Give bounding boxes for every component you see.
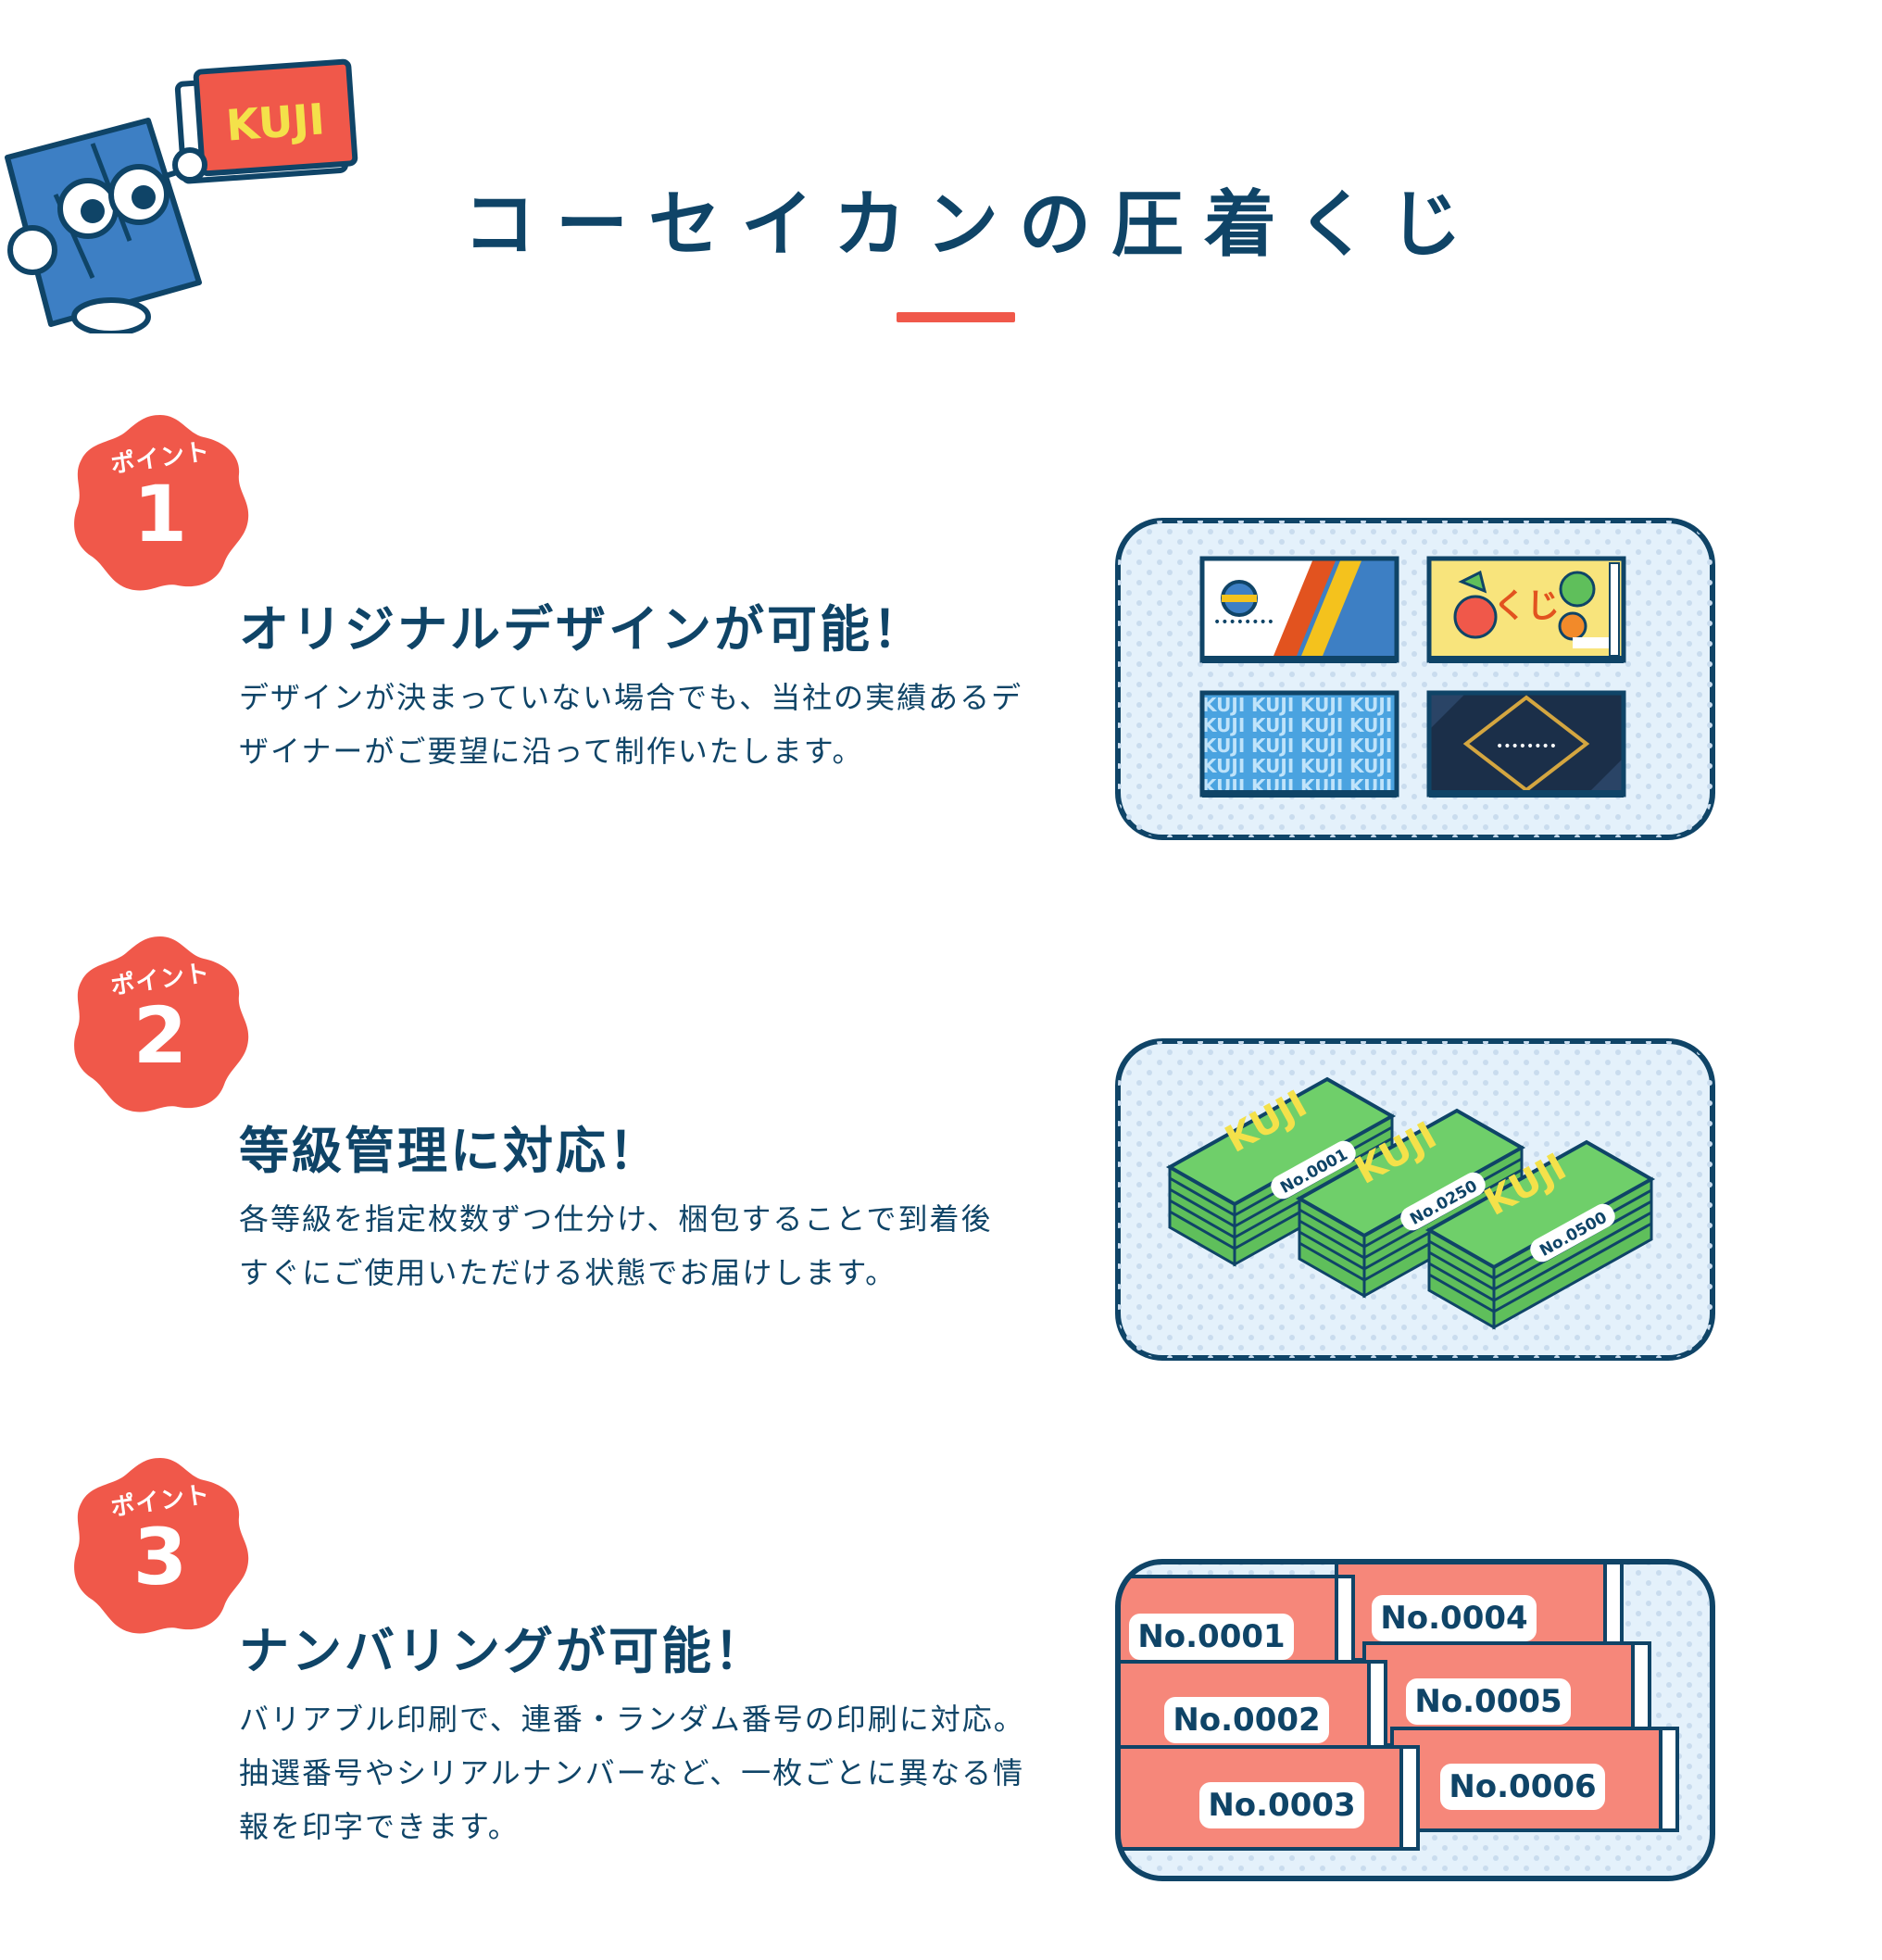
title-underline (897, 312, 1015, 322)
pattern-text: KUJI (1251, 755, 1294, 777)
point-number: 2 (132, 990, 188, 1081)
page-title: コーセイカンの圧着くじ (463, 183, 1483, 267)
description-line: 報を印字できます。 (239, 1809, 520, 1844)
pattern-text: KUJI (1300, 775, 1343, 798)
ticket-number: No.0005 (1414, 1683, 1562, 1720)
pattern-text: KUJI (1251, 735, 1294, 757)
ticket-number: No.0003 (1208, 1787, 1355, 1824)
pattern-text: KUJI (1300, 735, 1343, 757)
point-1-heading: オリジナルデザインが可能！ (239, 600, 925, 659)
numbering-illustration: No.0004 No.0005 No.0006 No.0001 No.0002 … (1114, 1558, 1716, 1882)
pattern-text: KUJI (1349, 755, 1392, 777)
point-1-badge: ポイント 1 (65, 408, 256, 598)
pattern-text: KUJI (1202, 775, 1245, 798)
pattern-text: KUJI (1202, 735, 1245, 757)
description-line: 抽選番号やシリアルナンバーなど、一枚ごとに異なる情 (239, 1755, 1025, 1790)
pattern-text: KUJI (1300, 714, 1343, 736)
point-number: 1 (132, 469, 188, 559)
point-3-badge: ポイント 3 (65, 1451, 256, 1641)
pattern-text: KUJI (1251, 775, 1294, 798)
pattern-text: KUJI (1349, 735, 1392, 757)
pattern-text: KUJI (1349, 694, 1392, 716)
card-dots: •••••••• (1496, 739, 1557, 754)
grade-management-illustration: KUJI No.0001 KUJI No.0250 KUJI No.0500 (1114, 1037, 1716, 1362)
card-dots: •••••••• (1213, 615, 1274, 630)
pattern-text: KUJI (1349, 714, 1392, 736)
ticket-number: No.0002 (1173, 1702, 1320, 1739)
ticket-number: No.0006 (1449, 1768, 1596, 1805)
mascot-sign-text: KUJI (224, 94, 326, 150)
pattern-text: KUJI (1251, 714, 1294, 736)
description-line: デザインが決まっていない場合でも、当社の実績あるデ (239, 680, 1023, 715)
point-1-description: デザインが決まっていない場合でも、当社の実績あるデ ザイナーがご要望に沿って制作… (239, 671, 1035, 778)
card-kuji-text: くじ (1493, 587, 1560, 625)
description-line: すぐにご使用いただける状態でお届けします。 (239, 1255, 897, 1290)
pattern-text: KUJI (1202, 694, 1245, 716)
description-line: バリアブル印刷で、連番・ランダム番号の印刷に対応。 (239, 1702, 1025, 1737)
pattern-text: KUJI (1251, 694, 1294, 716)
original-design-illustration: •••••••• くじ KUJI KUJI KUJI KUJI KUJI KUJ… (1114, 517, 1716, 841)
description-line: ザイナーがご要望に沿って制作いたします。 (239, 734, 864, 769)
point-number: 3 (132, 1512, 188, 1602)
point-2-description: 各等級を指定枚数ずつ仕分け、梱包することで到着後 すぐにご使用いただける状態でお… (239, 1192, 1035, 1300)
pattern-text: KUJI (1300, 694, 1343, 716)
pattern-text: KUJI (1349, 775, 1392, 798)
point-3-heading: ナンバリングが可能！ (239, 1622, 767, 1680)
point-3-description: バリアブル印刷で、連番・ランダム番号の印刷に対応。 抽選番号やシリアルナンバーな… (239, 1692, 1035, 1853)
pattern-text: KUJI (1300, 755, 1343, 777)
kuji-mascot-illustration: KUJI (0, 56, 361, 336)
description-line: 各等級を指定枚数ずつ仕分け、梱包することで到着後 (239, 1201, 993, 1237)
point-2-badge: ポイント 2 (65, 929, 256, 1120)
ticket-number: No.0001 (1137, 1618, 1285, 1655)
ticket-number: No.0004 (1380, 1600, 1527, 1637)
point-2-heading: 等級管理に対応！ (239, 1122, 661, 1180)
pattern-text: KUJI (1202, 714, 1245, 736)
pattern-text: KUJI (1202, 755, 1245, 777)
